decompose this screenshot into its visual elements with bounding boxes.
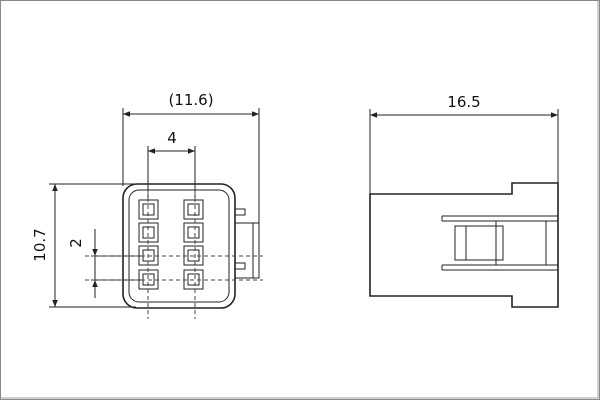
dim-overall-width: (11.6) bbox=[168, 91, 213, 109]
dim-pin-pitch-vertical: 2 bbox=[67, 238, 85, 248]
side-body-outline bbox=[369, 182, 559, 308]
dim-length: 16.5 bbox=[447, 93, 480, 111]
front-view: (11.6) 4 10.7 2 bbox=[31, 91, 263, 319]
side-view: 16.5 bbox=[369, 93, 559, 308]
pin-cavity bbox=[138, 222, 159, 243]
housing-outline bbox=[122, 183, 236, 309]
pin-cavities bbox=[138, 199, 204, 290]
pin-cavity bbox=[183, 222, 204, 243]
dim-pin-pitch-horizontal: 4 bbox=[167, 129, 177, 147]
pin-cavity bbox=[138, 199, 159, 220]
dim-overall-height: 10.7 bbox=[31, 228, 49, 261]
pin-cavity bbox=[183, 199, 204, 220]
